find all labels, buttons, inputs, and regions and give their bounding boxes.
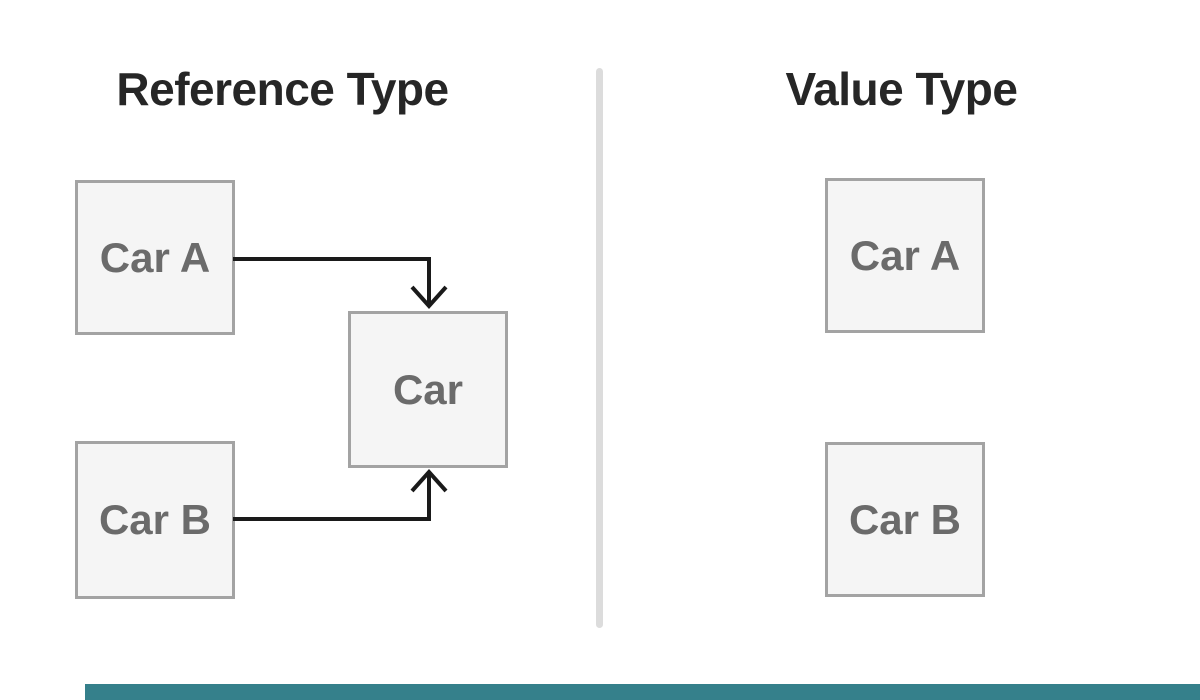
node-label: Car A: [849, 231, 961, 279]
node-label: Car A: [99, 233, 211, 281]
node-label: Car B: [98, 496, 212, 543]
panel-divider: [596, 68, 603, 628]
left-panel-title: Reference Type: [116, 63, 449, 115]
right-panel-title: Value Type: [785, 63, 1018, 115]
arrowhead-down-icon: [410, 285, 448, 309]
node-car-b-value: Car B: [825, 442, 985, 597]
node-car-a-value: Car A: [825, 178, 985, 333]
arrowhead-up-icon: [410, 469, 448, 493]
arrow-car-a-to-car: [233, 257, 431, 304]
node-label: Car: [392, 365, 464, 413]
bottom-accent-bar: [85, 684, 1200, 700]
node-car-a-reference: Car A: [75, 180, 235, 335]
arrow-car-b-to-car: [233, 474, 431, 521]
node-label: Car B: [848, 495, 962, 543]
node-car-b-reference: Car B: [75, 441, 235, 599]
node-car-shared: Car: [348, 311, 508, 468]
